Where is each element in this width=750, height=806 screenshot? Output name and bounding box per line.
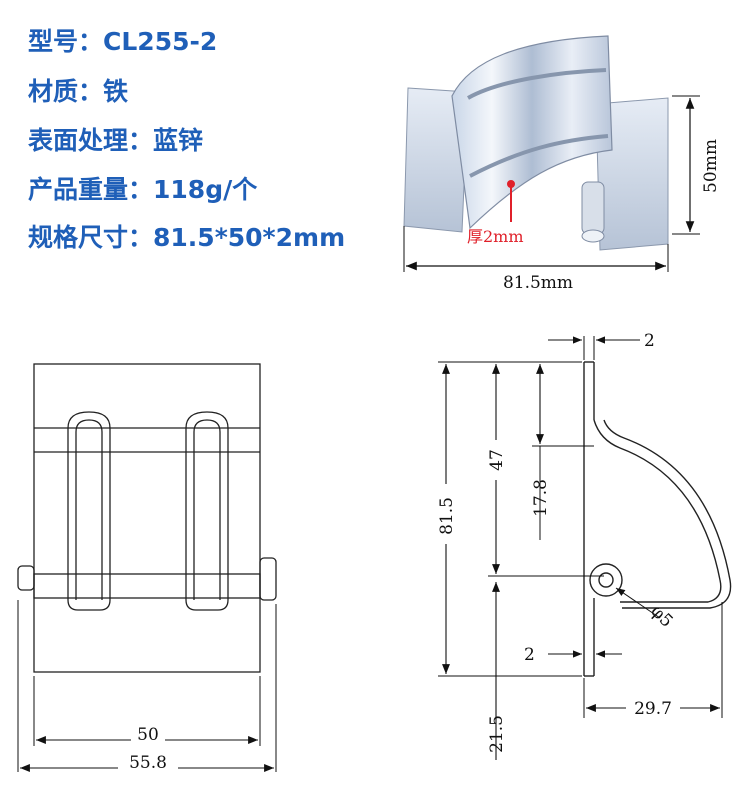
spec-model-label: 型号：	[28, 27, 104, 56]
photo-rib-top	[467, 68, 607, 100]
side-view	[583, 361, 732, 677]
front-dim-50-bg	[131, 726, 165, 744]
side-dims: 2 81.5 47 17.8 2 φ5 21.5 29.7	[436, 331, 723, 760]
front-pin-end-left	[17, 565, 35, 591]
front-slot-left-top	[75, 419, 103, 433]
side-dim-215-label: 21.5	[487, 715, 507, 753]
spec-size-value: 81.5*50*2mm	[153, 223, 346, 252]
side-pin-inner	[598, 572, 614, 588]
spec-weight: 产品重量：118g/个	[28, 170, 257, 206]
photo-height-label: 50mm	[701, 139, 721, 193]
side-dim-297-label: 29.7	[634, 699, 672, 719]
photo-pin	[581, 181, 605, 235]
front-dim-50-label: 50	[137, 725, 159, 745]
spec-model: 型号：CL255-2	[28, 22, 217, 58]
side-dim-pin-label: φ5	[646, 601, 676, 631]
spec-material-label: 材质：	[28, 77, 104, 106]
side-dim-178-label: 17.8	[531, 479, 551, 517]
spec-finish-value: 蓝锌	[153, 126, 204, 155]
side-dim-pin-leader	[615, 587, 661, 619]
spec-size-label: 规格尺寸：	[28, 223, 154, 252]
side-curve-inner	[603, 419, 732, 609]
front-dims: 50 55.8	[17, 600, 277, 773]
photo-curved-body	[451, 35, 613, 230]
front-slot-left	[67, 411, 111, 611]
photo-width-label: 81.5mm	[503, 273, 573, 293]
spec-finish-label: 表面处理：	[28, 126, 154, 155]
side-dim-47-bg	[486, 440, 506, 480]
product-photo: 厚2mm 50mm 81.5mm	[403, 35, 721, 293]
spec-size: 规格尺寸：81.5*50*2mm	[28, 218, 345, 254]
spec-material-value: 铁	[103, 77, 129, 106]
spec-finish: 表面处理：蓝锌	[28, 121, 203, 157]
front-slot-right-top	[193, 419, 221, 433]
thickness-label: 厚2mm	[467, 227, 524, 246]
front-slot-left-inner	[75, 432, 103, 600]
front-view	[17, 363, 277, 673]
photo-left-plate	[403, 87, 469, 233]
spec-weight-value: 118g/个	[153, 175, 258, 204]
side-dim-2-bottom-label: 2	[524, 645, 535, 665]
side-dim-815-bg	[436, 484, 456, 544]
photo-pin-tip	[581, 229, 605, 243]
side-pin-outer	[589, 563, 623, 597]
side-curve-outer	[593, 419, 722, 603]
spec-weight-label: 产品重量：	[28, 175, 154, 204]
side-dim-815-label: 81.5	[437, 497, 457, 535]
side-dim-47-label: 47	[487, 449, 507, 471]
photo-rib-bottom	[469, 134, 609, 178]
spec-material: 材质：铁	[28, 72, 128, 108]
side-dim-2-top-label: 2	[644, 331, 655, 351]
front-slot-right-inner	[193, 432, 221, 600]
front-slot-right	[185, 411, 229, 611]
front-dim-558-bg	[118, 754, 178, 772]
front-outline	[33, 363, 261, 673]
side-dim-297-bg	[626, 694, 680, 712]
front-dim-558-label: 55.8	[129, 753, 167, 773]
spec-model-value: CL255-2	[103, 27, 218, 56]
front-pin-end-right	[259, 557, 277, 601]
